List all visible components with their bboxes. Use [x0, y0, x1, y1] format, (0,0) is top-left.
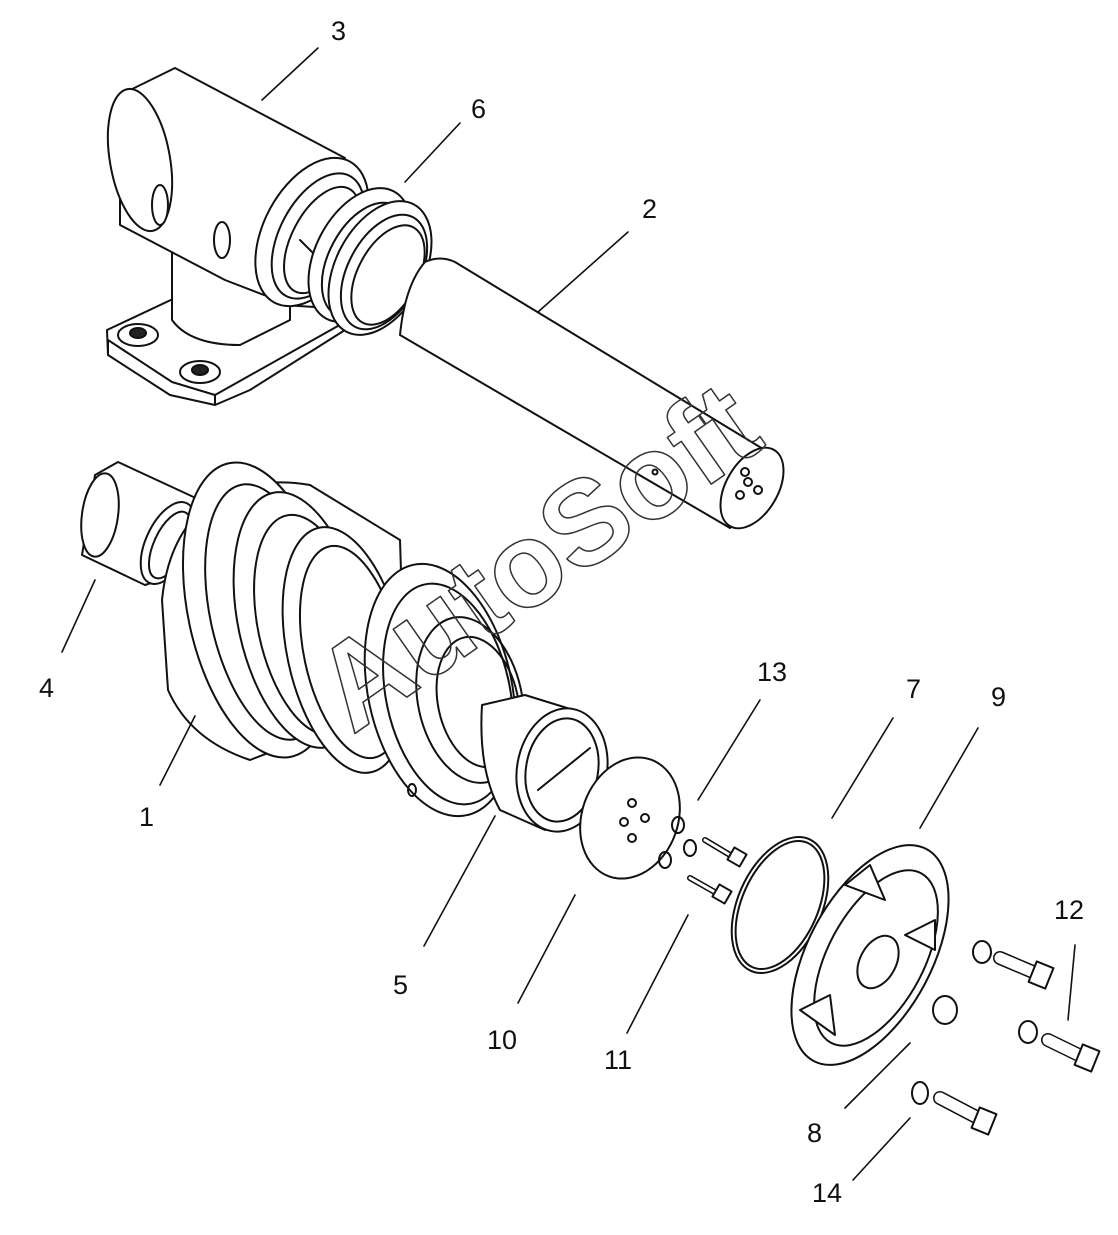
- bolt-part-14: [911, 1081, 998, 1136]
- callout-12: 12: [1054, 895, 1085, 925]
- leader-9: [919, 727, 979, 829]
- leader-12: [1067, 944, 1076, 1021]
- leader-1: [159, 715, 196, 786]
- bolts-part-12: [972, 940, 1101, 1073]
- leader-13: [697, 699, 761, 801]
- callout-1: 1: [139, 802, 155, 832]
- leader-7: [831, 717, 894, 819]
- callout-2: 2: [642, 194, 658, 224]
- bushing-part-4: [80, 461, 201, 586]
- leader-11: [626, 914, 689, 1034]
- callout-5: 5: [393, 970, 409, 1000]
- callout-9: 9: [991, 682, 1007, 712]
- housing-part-3: [106, 67, 370, 406]
- callout-3: 3: [331, 16, 347, 46]
- leader-8: [844, 1042, 911, 1109]
- shaft-part-2: [399, 257, 785, 530]
- washers-part-13: [658, 816, 697, 869]
- callout-11: 11: [604, 1045, 633, 1075]
- plate-part-10: [579, 756, 681, 880]
- leader-3: [261, 47, 319, 101]
- callout-4: 4: [39, 673, 55, 703]
- callout-13: 13: [757, 657, 788, 687]
- leader-10: [517, 894, 576, 1004]
- leader-4: [61, 579, 96, 653]
- callout-10: 10: [487, 1025, 518, 1055]
- endcap-part-9: [790, 844, 958, 1066]
- callout-8: 8: [807, 1118, 823, 1148]
- callout-7: 7: [906, 674, 922, 704]
- roller-part-1: [161, 461, 525, 818]
- callout-6: 6: [471, 94, 487, 124]
- bolts-part-11: [687, 837, 748, 905]
- leader-6: [404, 122, 461, 183]
- leader-2: [537, 231, 629, 313]
- leader-5: [423, 815, 496, 947]
- callout-14: 14: [812, 1178, 843, 1208]
- leader-14: [852, 1117, 911, 1181]
- leader-lines: [61, 47, 1076, 1181]
